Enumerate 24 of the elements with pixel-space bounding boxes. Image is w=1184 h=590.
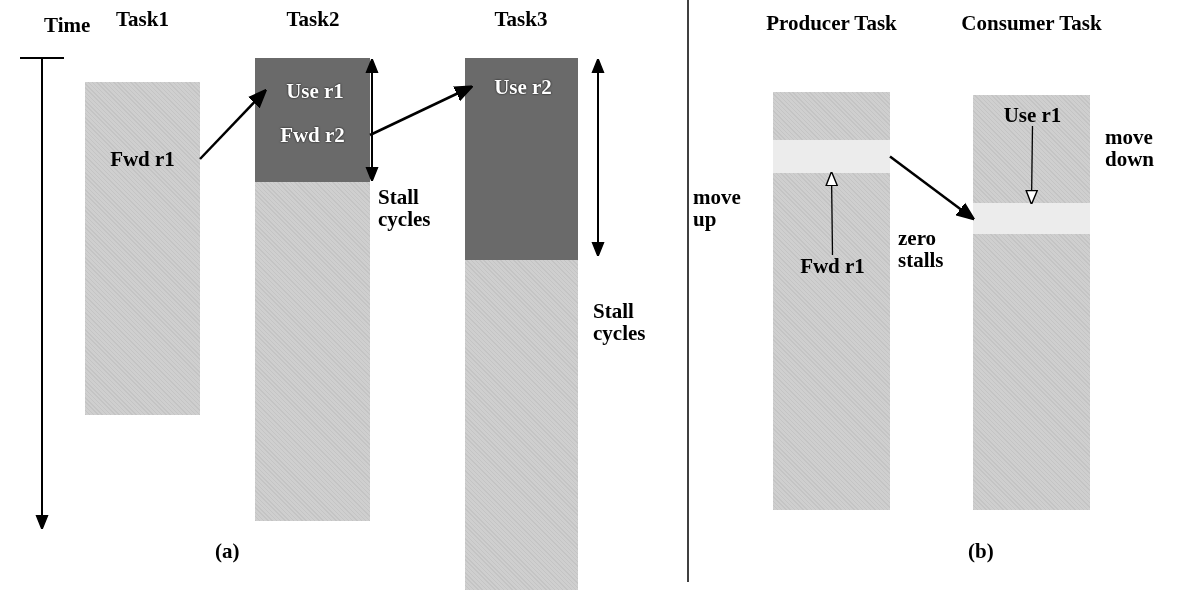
task-heading: Consumer Task — [960, 12, 1103, 34]
instruction-text: Use r1 — [265, 80, 365, 102]
annotation-text: (a) — [215, 540, 241, 562]
annotation-text: Stall cycles — [593, 300, 647, 344]
instruction-text: Fwd r2 — [255, 124, 370, 146]
annotation-text: move down — [1105, 126, 1156, 170]
task-heading: Task2 — [285, 8, 341, 30]
annotation-text: move up — [693, 186, 742, 230]
instruction-text: Fwd r1 — [775, 255, 890, 277]
task-heading: Task3 — [493, 8, 549, 30]
arrow — [369, 85, 474, 137]
arrow — [889, 155, 976, 221]
highlight-band — [773, 140, 890, 173]
instruction-text: Use r1 — [985, 104, 1080, 126]
instruction-text: Fwd r1 — [85, 148, 200, 170]
instruction-text: Use r2 — [471, 76, 575, 98]
task-heading: Task1 — [115, 8, 170, 30]
annotation-text: Time — [44, 14, 92, 36]
arrow — [1025, 125, 1038, 206]
annotation-text: Stall cycles — [378, 186, 432, 230]
task-heading: Producer Task — [765, 12, 898, 34]
highlight-band — [973, 203, 1090, 234]
annotation-text: (b) — [968, 540, 995, 562]
arrow — [825, 170, 838, 256]
